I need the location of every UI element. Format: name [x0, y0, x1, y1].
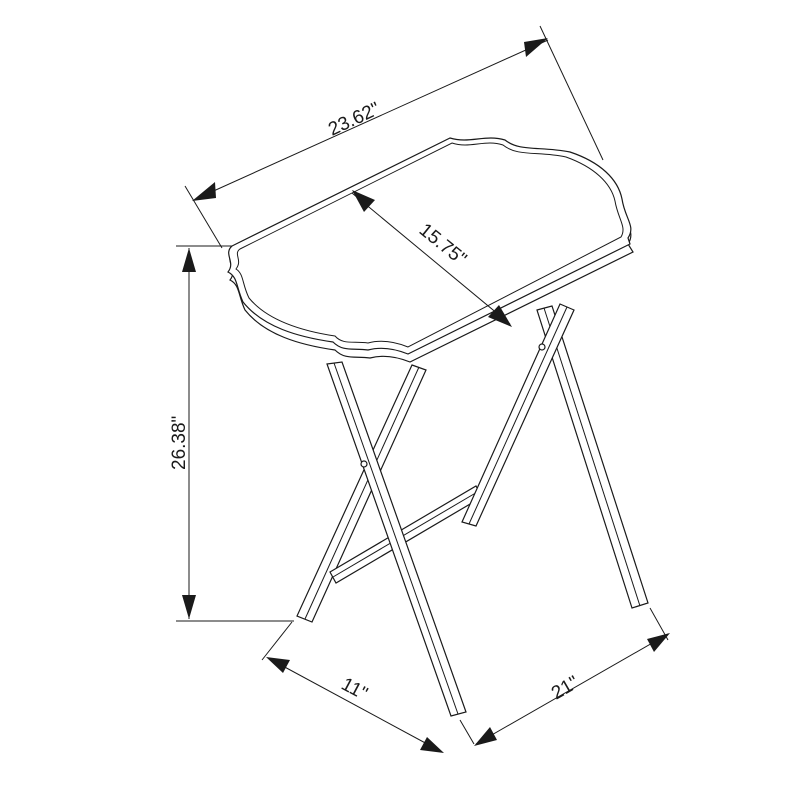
- table-legs: [296, 303, 649, 717]
- dimension-label-top-length: 23.62": [325, 99, 383, 141]
- dimension-base-width: 21": [459, 607, 670, 746]
- table-top: [227, 137, 634, 363]
- pivot-bolt-left: [360, 460, 368, 468]
- dimension-base-depth: 11": [261, 621, 444, 753]
- dimension-label-height: 26.38": [169, 416, 190, 470]
- dimension-height: 26.38": [169, 245, 294, 622]
- tabletop-surface: [227, 137, 632, 355]
- pivot-bolt-right: [538, 343, 546, 351]
- dimension-label-base-depth: 11": [338, 674, 371, 705]
